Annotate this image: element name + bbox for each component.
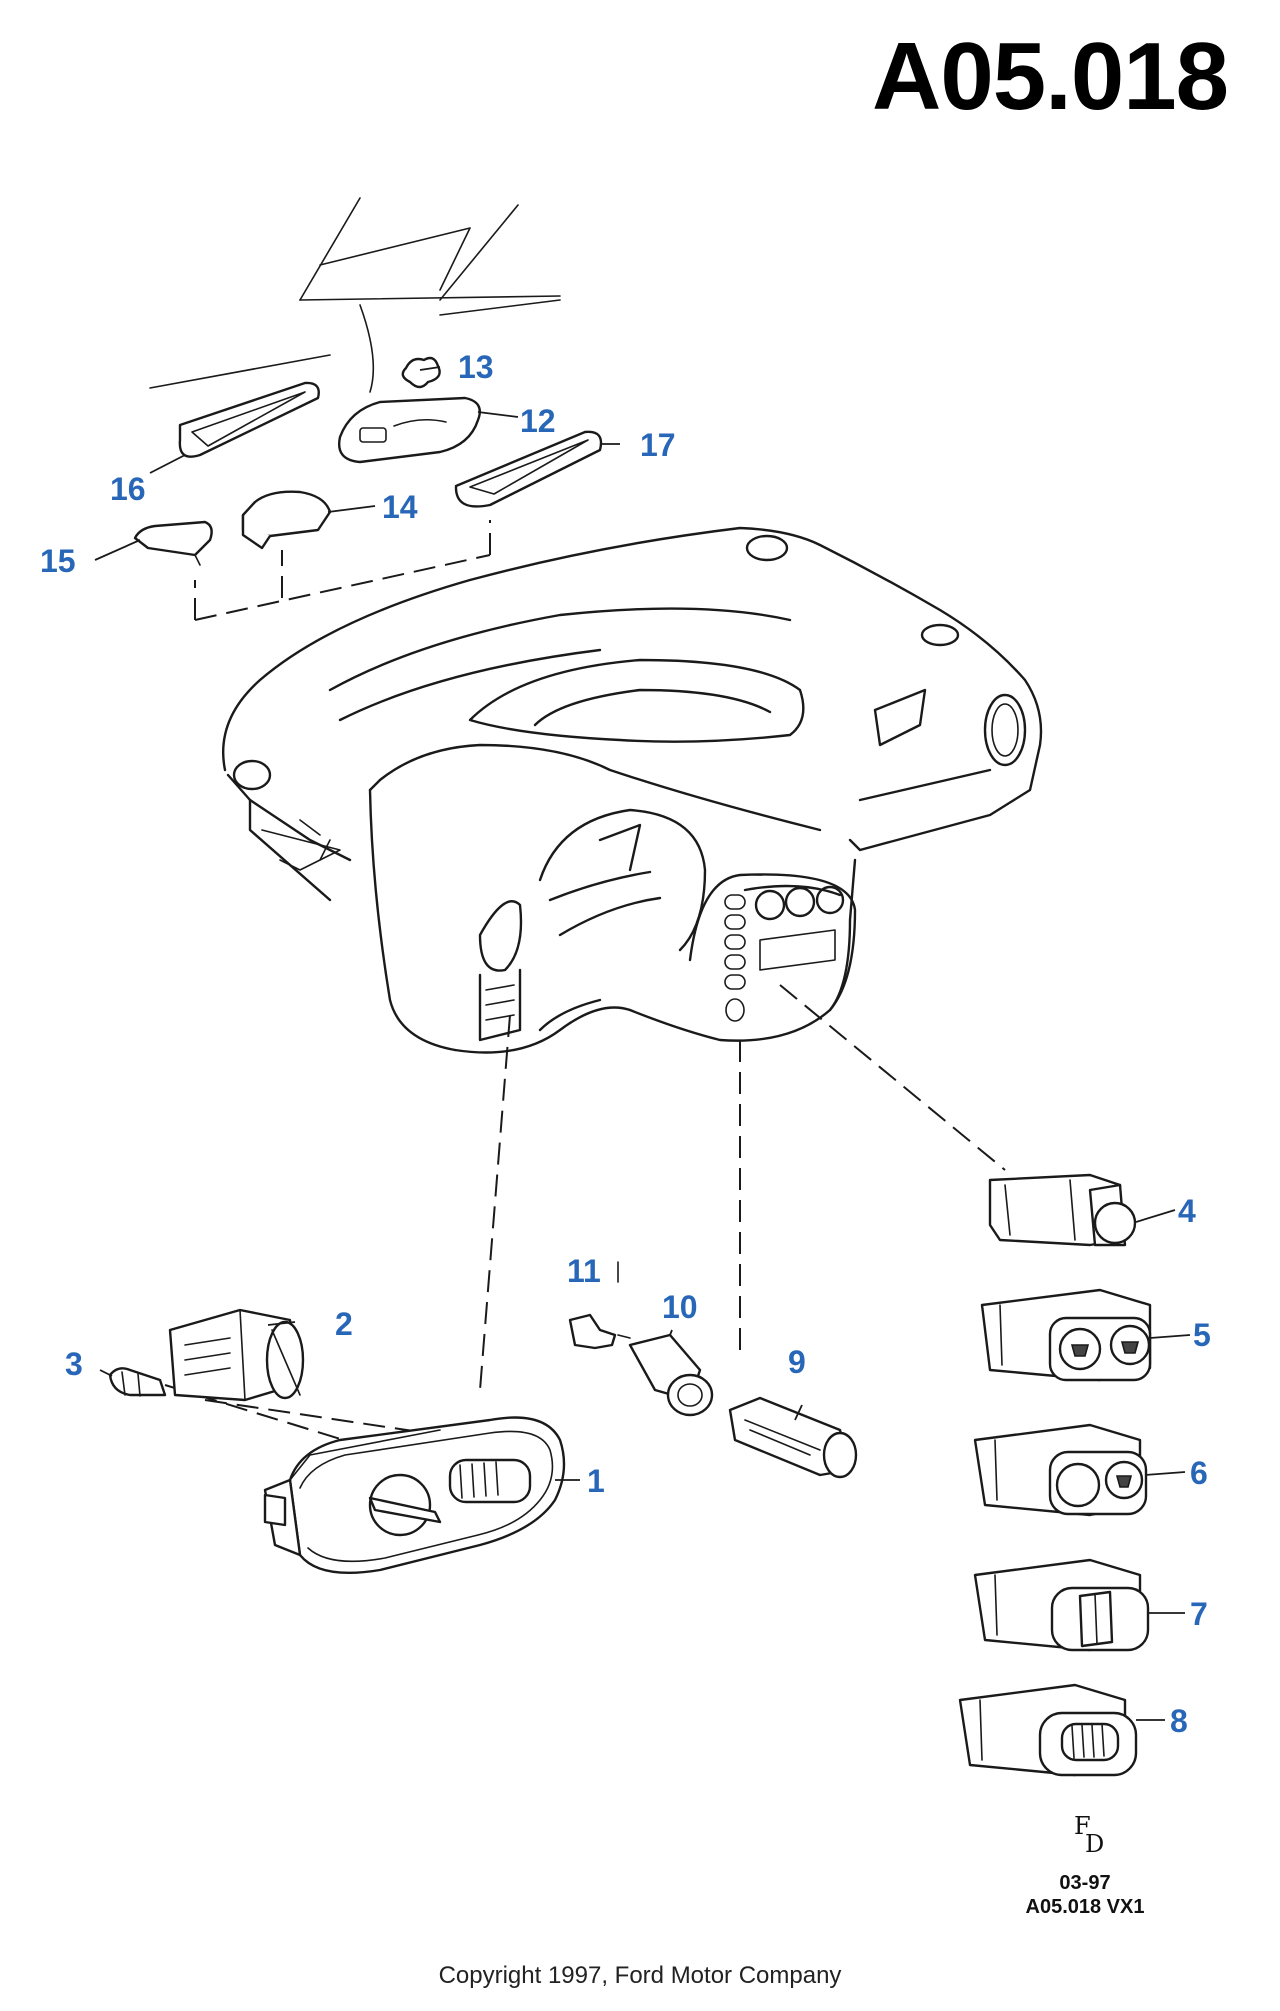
switch-4 bbox=[988, 1173, 1137, 1247]
switch-5 bbox=[980, 1288, 1152, 1382]
callout-10: 10 bbox=[662, 1289, 698, 1325]
vent-trim-16 bbox=[178, 381, 320, 458]
lamp-12 bbox=[338, 396, 482, 464]
diagram-title: A05.018 bbox=[872, 23, 1229, 130]
callout-17: 17 bbox=[640, 427, 676, 463]
callout-9: 9 bbox=[788, 1344, 806, 1380]
switch-14 bbox=[241, 490, 332, 550]
dashboard-panel bbox=[221, 526, 1043, 1054]
copyright-notice: Copyright 1997, Ford Motor Company bbox=[438, 1962, 842, 1989]
callout-2: 2 bbox=[335, 1306, 353, 1342]
switch-8 bbox=[958, 1683, 1138, 1777]
bulb-3 bbox=[108, 1367, 167, 1397]
fd-mark-f: F bbox=[1074, 1812, 1091, 1840]
callout-12: 12 bbox=[520, 403, 556, 439]
callout-15: 15 bbox=[40, 543, 76, 579]
switch-6 bbox=[973, 1423, 1148, 1517]
callout-6: 6 bbox=[1190, 1455, 1208, 1491]
vent-trim-17 bbox=[454, 430, 603, 508]
ref-code: A05.018 VX1 bbox=[1025, 1896, 1145, 1918]
socket-10 bbox=[628, 1333, 714, 1417]
connector-2 bbox=[168, 1308, 305, 1402]
callout-8: 8 bbox=[1170, 1703, 1188, 1739]
callout-4: 4 bbox=[1178, 1193, 1196, 1229]
callout-13: 13 bbox=[458, 349, 494, 385]
cigar-lighter-9 bbox=[728, 1396, 858, 1479]
cover-15 bbox=[133, 520, 213, 566]
callout-7: 7 bbox=[1190, 1596, 1208, 1632]
roof-sketch bbox=[149, 197, 561, 393]
clip-13 bbox=[401, 356, 441, 389]
switch-7 bbox=[973, 1558, 1150, 1652]
clip-11 bbox=[568, 1313, 631, 1350]
callout-11: 11 bbox=[567, 1253, 601, 1289]
callout-16: 16 bbox=[110, 471, 146, 507]
callout-14: 14 bbox=[382, 489, 418, 525]
callout-1: 1 bbox=[587, 1463, 605, 1499]
callout-3: 3 bbox=[65, 1346, 83, 1382]
date-code: 03-97 bbox=[1059, 1872, 1111, 1894]
callout-5: 5 bbox=[1193, 1317, 1211, 1353]
light-switch-1 bbox=[263, 1416, 566, 1575]
fd-mark-d: D bbox=[1085, 1830, 1105, 1858]
